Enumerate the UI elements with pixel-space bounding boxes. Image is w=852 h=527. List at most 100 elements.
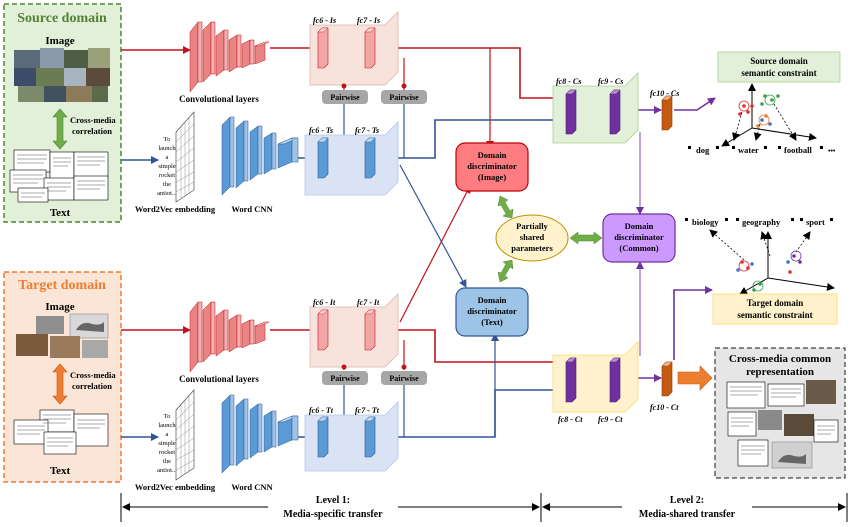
source-semantic-title-2: semantic constraint [741,68,816,78]
word-token: launch [158,145,176,152]
fc8-ct-label: fc8 - Ct [558,415,583,424]
domain-discriminator-text: Domain discriminator (Text) [455,287,529,337]
source-image-label: Image [45,35,74,47]
source-semantic-space [721,83,817,147]
fc6-is-label: fc6 - Is [313,16,336,25]
fc7-is-label: fc7 - Is [357,16,380,25]
level2-title: Level 2: [670,495,704,506]
pairwise-badge-source-2: Pairwise [381,90,427,104]
discriminator-image-line-3: (Image) [478,172,506,182]
pairwise-label: Pairwise [389,374,419,383]
word-token: the [163,458,171,465]
shared-line-3: parameters [511,243,553,253]
fc10-cs-label: fc10 - Cs [650,89,679,98]
target-word2vec-label: Word2Vec embedding [135,482,216,492]
target-correlation-label-1: Cross-media [70,370,116,380]
discriminator-common-line-1: Domain [625,221,654,231]
source-conv-layers [189,21,270,93]
discriminator-image-line-1: Domain [478,150,507,160]
fc9-cs-layer [609,89,621,135]
source-image-collage [14,48,110,102]
fc6-ts-label: fc6 - Ts [309,126,333,135]
source-word2vec-label: Word2Vec embedding [135,204,216,214]
target-word-cnn-label: Word CNN [231,482,273,492]
word-token: a [166,431,169,438]
source-word-cnn [221,116,299,196]
fc10-ct-label: fc10 - Ct [650,403,679,412]
target-image-label: Image [45,301,74,313]
discriminator-common-line-3: (Common) [619,243,658,253]
target-semantic-title-1: Target domain [747,298,803,308]
discriminator-image-line-2: discriminator [467,161,517,171]
word-token: simple [158,163,175,170]
level1-title: Level 1: [316,495,350,506]
pairwise-badge-source-1: Pairwise [322,90,368,104]
common-representation-panel: Cross-media common representation [714,347,846,479]
target-conv-layers [189,301,270,373]
source-conv-label: Convolutional layers [179,94,259,104]
target-fc-image-box [309,293,399,368]
fc6-it-label: fc6 - It [313,298,336,307]
shared-line-1: Partially [516,221,548,231]
level2-subtitle: Media-shared transfer [639,509,736,520]
source-correlation-arrow [52,108,68,150]
target-text-documents [13,409,109,455]
word-token: simple [158,440,175,447]
shared-arrows [497,195,603,283]
target-text-label: Text [50,465,71,477]
fc7-it-layer [364,309,376,351]
target-correlation-arrow [52,363,68,405]
word-token: the [163,181,171,188]
fc6-it-layer [317,309,329,351]
fc7-is-layer [364,27,376,69]
label-water: water [738,145,759,155]
target-domain-panel: Target domain Image Cross-media correlat… [3,271,122,483]
label-sport: sport [806,217,825,227]
target-conv-label: Convolutional layers [179,374,259,384]
level1-subtitle: Media-specific transfer [283,509,383,520]
target-semantic-title-2: semantic constraint [737,310,812,320]
source-semantic-title-box: Source domain semantic constraint [717,51,841,83]
source-correlation-label-1: Cross-media [70,115,116,125]
fc6-ts-layer [317,137,329,179]
source-text-label: Text [50,207,71,219]
target-word-cnn [221,394,299,474]
source-word2vec-grid [175,111,195,203]
target-image-collage [16,313,109,358]
word-token: rocket [159,172,175,179]
pairwise-label: Pairwise [330,93,360,102]
partially-shared-parameters: Partially shared parameters [495,214,569,262]
target-word-stack: To launch a simple rocket the antiot... [157,413,177,474]
source-word-stack: To launch a simple rocket the antiot... [157,136,177,197]
word-token: a [166,154,169,161]
source-domain-title: Source domain [17,11,107,26]
source-word-cnn-label: Word CNN [231,204,273,214]
discriminator-text-line-3: (Text) [481,317,503,327]
shared-line-2: shared [520,232,545,242]
label-geography: geography [742,217,781,227]
pairwise-badge-target-2: Pairwise [381,371,427,385]
fc9-ct-layer [609,357,621,403]
source-text-documents [9,149,109,203]
common-rep-title-1: Cross-media common [729,353,831,365]
common-rep-title-2: representation [746,366,814,378]
fc7-ts-label: fc7 - Ts [355,126,379,135]
discriminator-text-line-1: Domain [478,295,507,305]
domain-discriminator-image: Domain discriminator (Image) [455,142,529,192]
word-token: rocket [159,449,175,456]
pairwise-label: Pairwise [330,374,360,383]
word-token: launch [158,422,176,429]
pairwise-badge-target-1: Pairwise [322,371,368,385]
fc6-tt-layer [317,416,329,458]
fc7-tt-layer [364,416,376,458]
word-token: antiot... [157,190,177,197]
fc8-cs-label: fc8 - Cs [556,77,581,86]
target-semantic-space [709,229,835,295]
target-semantic-title-box: Target domain semantic constraint [712,293,838,325]
fc7-it-label: fc7 - It [357,298,380,307]
source-fc-image-box [309,11,399,86]
fc8-ct-layer [565,357,577,403]
fc6-tt-label: fc6 - Tt [309,406,334,415]
label-dog: dog [696,145,710,155]
